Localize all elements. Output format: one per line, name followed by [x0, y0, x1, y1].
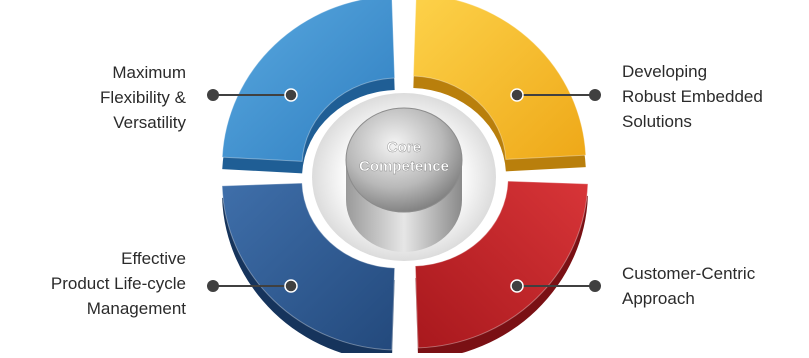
connector-dot — [284, 279, 298, 293]
core-hub: Core Competence — [345, 107, 463, 252]
label-line: Product Life-cycle — [50, 274, 186, 293]
label-line: Solutions — [622, 112, 692, 131]
connector-dot — [207, 89, 219, 101]
segment-top-right — [412, 0, 587, 160]
core-label-line: Core — [387, 139, 421, 156]
connector-dot — [510, 88, 524, 102]
connector-dot — [510, 279, 524, 293]
label-bottom-left: Effective Product Life-cycle Management — [51, 246, 186, 321]
label-line: Approach — [622, 289, 695, 308]
connector-dot — [284, 88, 298, 102]
connectors — [207, 88, 601, 293]
connector-dot — [589, 280, 601, 292]
segment-bottom-right — [414, 180, 589, 349]
label-line: Effective — [121, 249, 186, 268]
segment-top-left — [221, 0, 396, 162]
label-line: Versatility — [113, 113, 186, 132]
label-bottom-right: Customer-Centric Approach — [622, 261, 755, 311]
label-top-left: Maximum Flexibility & Versatility — [100, 60, 186, 135]
connector-dot — [207, 280, 219, 292]
label-top-right: Developing Robust Embedded Solutions — [622, 59, 763, 134]
label-line: Flexibility & — [100, 88, 186, 107]
label-line: Maximum — [112, 63, 186, 82]
connector-dot — [589, 89, 601, 101]
ring-segments — [221, 0, 589, 351]
label-line: Developing — [622, 62, 708, 81]
label-line: Customer-Centric — [622, 264, 756, 283]
segment-bottom-left — [221, 182, 396, 351]
label-line: Management — [86, 299, 186, 318]
label-line: Robust Embedded — [622, 87, 763, 106]
core-label-line: Competence — [359, 158, 449, 175]
